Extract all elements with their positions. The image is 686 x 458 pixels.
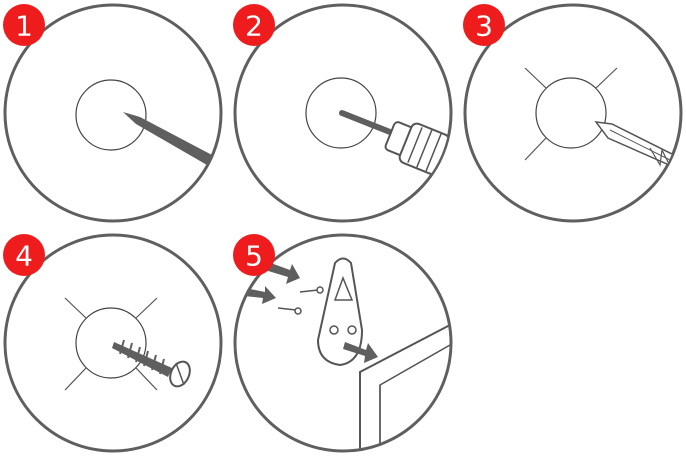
step-badge-5: 5 — [233, 234, 275, 276]
step-4 — [3, 233, 223, 453]
arrow-icons — [244, 262, 378, 363]
wall-mark-circle — [535, 77, 607, 149]
picture-frame-icon — [359, 324, 450, 450]
step-5 — [233, 233, 453, 453]
guide-lines — [64, 297, 158, 391]
pencil-icon — [123, 112, 212, 165]
step-3 — [463, 3, 683, 223]
guide-lines — [524, 67, 618, 161]
step-number: 3 — [475, 10, 493, 43]
step-number: 2 — [245, 10, 263, 43]
wall-mark-circle — [75, 79, 147, 151]
step-2 — [233, 3, 453, 223]
step-badge-4: 4 — [3, 234, 45, 276]
wall-plug-icon — [594, 121, 680, 171]
step-number: 4 — [15, 240, 33, 273]
step-number: 1 — [15, 10, 33, 43]
step-number: 5 — [245, 240, 263, 273]
step-circle — [3, 233, 223, 453]
step-circle — [233, 233, 453, 453]
wall-mark-circle — [305, 77, 377, 149]
nail-icons — [277, 286, 324, 315]
drill-icon — [339, 110, 450, 175]
wall-mark-circle — [75, 307, 147, 379]
step-circle — [463, 3, 683, 223]
screw-icon — [112, 339, 191, 388]
step-1 — [3, 3, 223, 223]
step-circle — [233, 3, 453, 223]
step-badge-3: 3 — [463, 4, 505, 46]
step-badge-2: 2 — [233, 4, 275, 46]
step-circle — [3, 3, 223, 223]
step-badge-1: 1 — [3, 4, 45, 46]
